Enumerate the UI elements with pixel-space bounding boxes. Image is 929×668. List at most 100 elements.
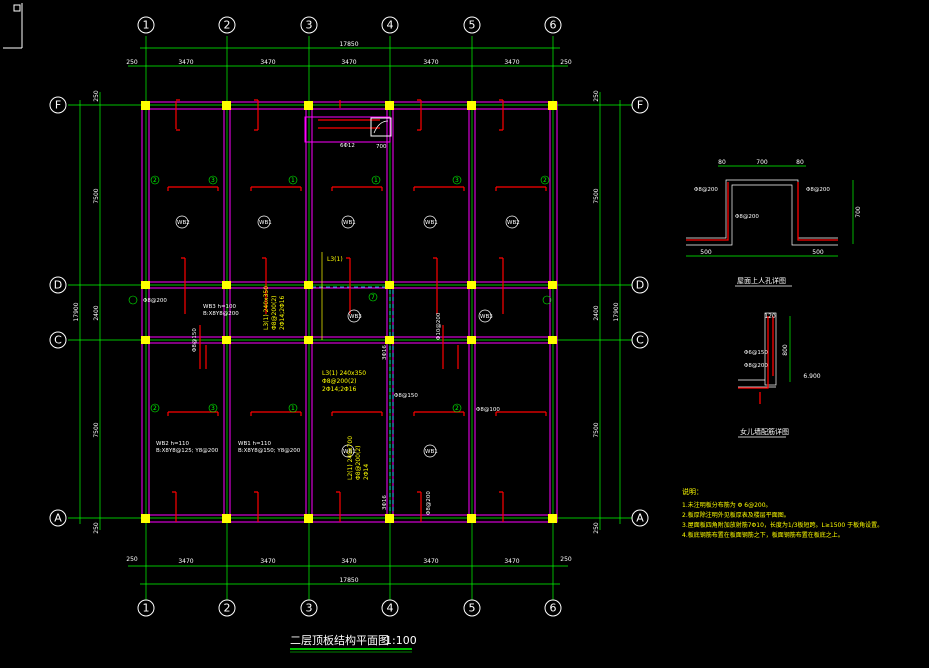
- ucs-icon: [3, 3, 23, 49]
- axis-labels: 1 2 3 4 5 6 1 2 3 4 5 6 F D C A F D C A: [54, 19, 644, 615]
- slab-label: WB2: [507, 220, 520, 226]
- hatch-rebar: 6Φ12: [340, 143, 355, 149]
- rebar-markers: [128, 175, 552, 413]
- axis-label-2-bottom: 2: [224, 602, 231, 615]
- dim-bay-top-2: 3470: [260, 59, 275, 66]
- detail1-rebar: Φ8@200: [735, 214, 759, 220]
- detail2-dim: 6.900: [803, 373, 820, 380]
- detail1-dim: 80: [718, 159, 726, 166]
- drawing-scale: 1:100: [385, 634, 417, 647]
- axis-bubbles: [49, 16, 649, 617]
- detail1-dim: 700: [756, 159, 768, 166]
- beam-note-l1: L2(1) 240x700: [347, 436, 354, 480]
- dim-edge-bottom-right: 250: [560, 556, 572, 563]
- rebar-num: 2: [153, 405, 157, 412]
- dim-total-bottom: 17850: [339, 577, 358, 584]
- dim-bay-right-3: 7500: [593, 422, 600, 437]
- axis-label-2: 2: [224, 19, 231, 32]
- slab-note-wb1: WB1 h=110: [238, 441, 272, 447]
- dimensions-top: 17850 250 3470 3470 3470 3470 3470 250: [126, 41, 572, 66]
- beam-note-l1-bot: 3Φ16: [382, 495, 388, 510]
- dim-bay-bottom-4: 3470: [423, 558, 438, 565]
- detail2-dim: 120: [764, 313, 776, 320]
- rebar-num: 2: [543, 177, 547, 184]
- dim-bay-bottom-5: 3470: [504, 558, 519, 565]
- beam-annotations: L3(1) L3(1) 240x350 Φ8@200(2) 2Φ14;2Φ16 …: [143, 252, 500, 515]
- detail1-dim: 500: [700, 249, 712, 256]
- slab-note-wb2-bars: B:X8Y8@125; Y8@200: [156, 448, 219, 454]
- detail1-dim: 500: [812, 249, 824, 256]
- dimensions-bottom: 17850 250 3470 3470 3470 3470 3470 250: [126, 556, 572, 584]
- hatch-dim: 700: [376, 144, 387, 150]
- detail-parapet: 120 800 6.900 Φ6@150 Φ8@200 女儿墙配筋详图: [738, 312, 821, 438]
- rebars: [167, 99, 547, 522]
- rebar-num: 7: [371, 294, 375, 301]
- dim-bay-left-1: 7500: [93, 188, 100, 203]
- slab-label: WB1: [425, 449, 438, 455]
- axis-label-6: 6: [550, 19, 557, 32]
- axis-label-A-right: A: [636, 512, 644, 525]
- axis-label-1: 1: [143, 19, 150, 32]
- slab-label: WB1: [343, 449, 356, 455]
- axis-label-4: 4: [387, 19, 394, 32]
- roof-hatch-opening: 700 6Φ12: [340, 117, 392, 150]
- rebar-num: 3: [455, 177, 459, 184]
- slab-labels: WB2 WB1 WB1 WB1 WB2 WB3 WB3 WB1 WB1: [177, 220, 520, 455]
- slab-markers: [175, 215, 519, 458]
- slab-note-wb3-bars: B:X8Y8@200: [203, 311, 239, 317]
- dimensions-right: 17900 250 7500 2400 7500 250: [593, 90, 620, 534]
- rebar-num: 1: [291, 177, 295, 184]
- detail2-rebar: Φ6@150: [744, 350, 768, 356]
- dim-edge-left-bottom: 250: [93, 522, 100, 534]
- note-line: 4.板底钢筋布置在板面钢筋之下，板面钢筋布置在板底之上。: [682, 531, 844, 539]
- rebar-num: 2: [455, 405, 459, 412]
- axis-label-C-right: C: [636, 334, 644, 347]
- axis-label-A: A: [54, 512, 62, 525]
- dim-total-right: 17900: [613, 302, 620, 321]
- axis-label-F-right: F: [637, 99, 643, 112]
- dim-edge-bottom-left: 250: [126, 556, 138, 563]
- dim-edge-left-top: 250: [93, 90, 100, 102]
- dim-bay-top-1: 3470: [178, 59, 193, 66]
- beam-note-l1-bars: 2Φ14: [363, 464, 370, 480]
- drawing-title: 二层顶板结构平面图: [290, 633, 389, 647]
- dim-bay-left-3: 7500: [93, 422, 100, 437]
- dim-bay-right-1: 7500: [593, 188, 600, 203]
- axis-label-4-bottom: 4: [387, 602, 394, 615]
- axis-label-C: C: [54, 334, 62, 347]
- note-line: 1.未注明板分布筋为 Φ 6@200。: [682, 501, 772, 509]
- axis-label-F: F: [55, 99, 61, 112]
- rebar-label: Φ10@200: [436, 312, 442, 340]
- dim-bay-bottom-2: 3470: [260, 558, 275, 565]
- rebar-label: Φ8@200: [426, 491, 432, 515]
- dim-bay-top-3: 3470: [341, 59, 356, 66]
- slab-label: WB3: [480, 314, 493, 320]
- axis-label-D: D: [54, 279, 62, 292]
- note-line: 3.屋面板四角附加放射筋7Φ10，长度为1/3板短跨。L≥1500 于板角设置。: [682, 521, 883, 529]
- detail1-title: 屋面上人孔详图: [737, 276, 786, 285]
- slab-label: WB1: [259, 220, 272, 226]
- axis-label-5-bottom: 5: [469, 602, 476, 615]
- rebar-label: Φ8@150: [394, 393, 418, 399]
- dimensions-left: 17900 250 7500 2400 7500 250: [73, 90, 100, 534]
- notes-title: 说明：: [682, 487, 703, 496]
- slab-note-wb2: WB2 h=110: [156, 441, 190, 447]
- rebar-num: 1: [374, 177, 378, 184]
- dim-total-left: 17900: [73, 302, 80, 321]
- axis-label-D-right: D: [636, 279, 644, 292]
- beam-note-l3-bars: 2Φ14;2Φ16: [322, 386, 357, 393]
- beam-note-l1-stirrup: Φ8@200(2): [355, 446, 362, 481]
- dim-total-top: 17850: [339, 41, 358, 48]
- detail2-dim: 800: [782, 344, 789, 356]
- slab-label: WB3: [349, 314, 362, 320]
- axis-label-5: 5: [469, 19, 476, 32]
- axis-label-6-bottom: 6: [550, 602, 557, 615]
- dim-edge-right-top: 250: [593, 90, 600, 102]
- slab-label: WB1: [343, 220, 356, 226]
- slab-label: WB1: [425, 220, 438, 226]
- slab-note-wb1-bars: B:X8Y8@150; Y8@200: [238, 448, 301, 454]
- dim-bay-right-2: 2400: [593, 305, 600, 320]
- axis-label-3: 3: [306, 19, 313, 32]
- beam-note-l3-stirrup: Φ8@200(2): [322, 378, 357, 385]
